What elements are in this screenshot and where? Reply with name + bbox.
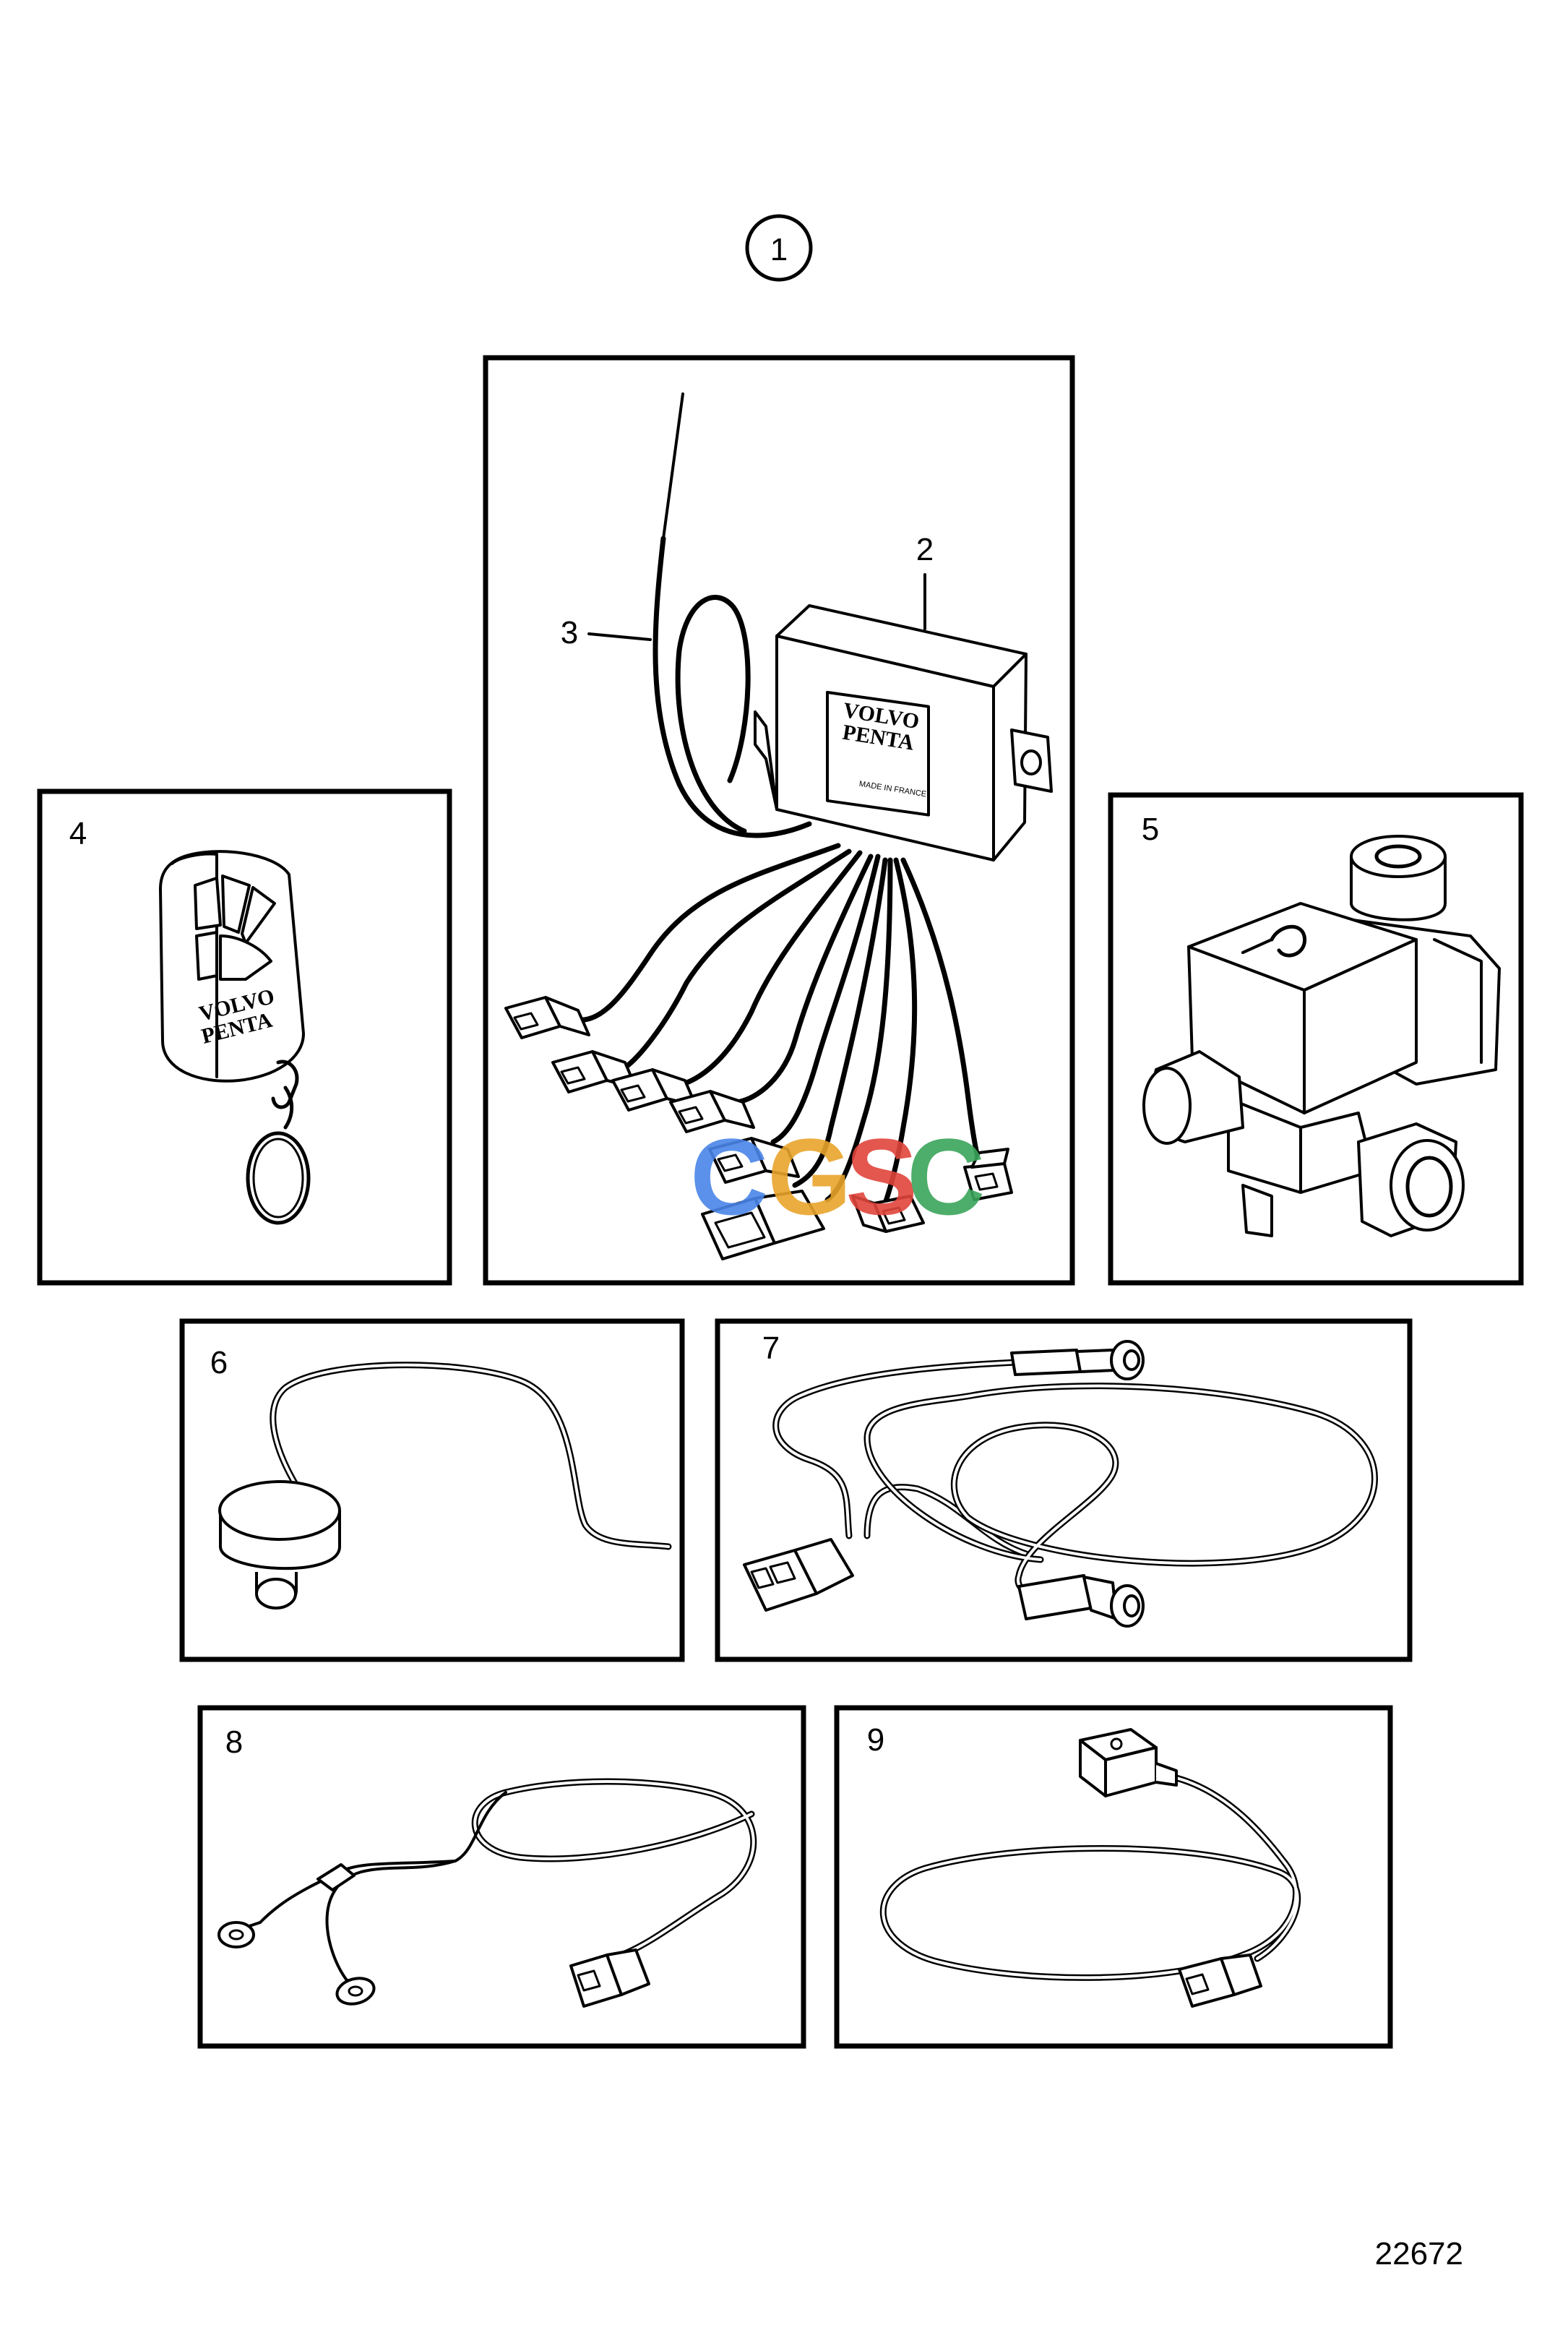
label-part-7: 7 bbox=[762, 1331, 780, 1366]
panel-sensor: 6 bbox=[179, 1318, 685, 1662]
connector-icon bbox=[504, 996, 590, 1039]
label-part-9: 9 bbox=[867, 1722, 884, 1758]
label-part-4: 4 bbox=[69, 816, 87, 851]
sensor-harness-icon bbox=[743, 1340, 1378, 1628]
harness-wires bbox=[568, 843, 982, 1206]
label-part-8: 8 bbox=[225, 1724, 243, 1760]
watermark-letter: C bbox=[690, 1116, 768, 1237]
label-part-2: 2 bbox=[916, 532, 934, 567]
group-number: 1 bbox=[770, 232, 788, 267]
remote-fob-icon: VOLVO PENTA bbox=[159, 850, 311, 1225]
connector-icon bbox=[669, 1090, 755, 1133]
watermark-letter: C bbox=[907, 1116, 985, 1237]
drawing-reference-number: 22672 bbox=[1375, 2236, 1463, 2272]
panel-control-unit: 2 3 VOLVO PENTA MADE IN FRANCE bbox=[483, 355, 1075, 1286]
panel-remote-fob: 4 VOLVO PENTA bbox=[37, 788, 452, 1286]
label-part-3: 3 bbox=[561, 615, 578, 650]
control-unit-icon: VOLVO PENTA MADE IN FRANCE bbox=[754, 604, 1053, 861]
watermark-letter: S bbox=[845, 1116, 918, 1237]
panel-ring-terminal-harness: 8 bbox=[197, 1705, 806, 2049]
connector-large-icon bbox=[701, 1190, 825, 1260]
harness-connectors bbox=[504, 996, 1013, 1260]
solenoid-valve-icon bbox=[1142, 835, 1501, 1237]
connector-icon bbox=[963, 1148, 1013, 1201]
connector-icon bbox=[851, 1195, 925, 1233]
connector-icon bbox=[708, 1137, 800, 1184]
panel-solenoid-cable: 9 bbox=[834, 1705, 1393, 2049]
panel-solenoid-valve: 5 bbox=[1108, 792, 1524, 1286]
panel-sensor-harness: 7 bbox=[715, 1318, 1413, 1662]
group-callout: 1 bbox=[745, 214, 813, 282]
solenoid-cable-icon bbox=[879, 1728, 1301, 2008]
antenna-icon bbox=[652, 392, 812, 838]
label-part-5: 5 bbox=[1142, 812, 1159, 847]
ring-terminal-harness-icon bbox=[217, 1778, 757, 2008]
watermark: C G S C bbox=[690, 1116, 985, 1237]
label-part-6: 6 bbox=[210, 1345, 228, 1380]
watermark-letter: G bbox=[767, 1116, 852, 1237]
sensor-icon bbox=[218, 1362, 672, 1610]
